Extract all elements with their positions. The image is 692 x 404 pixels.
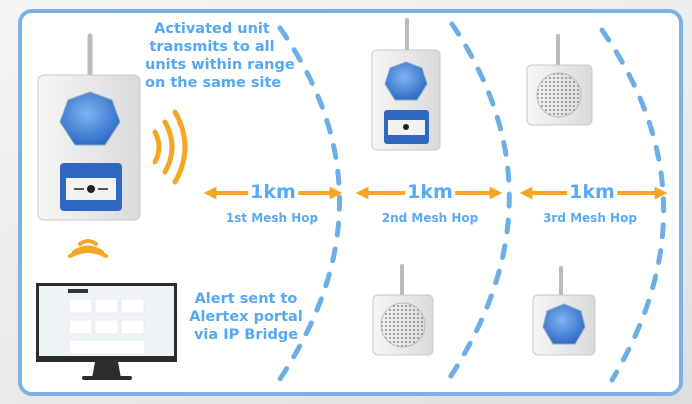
activated-unit-device [37,33,141,221]
callout-line: Activated unit [154,21,270,37]
hop-1-label: 1st Mesh Hop [225,211,319,225]
range-arc-3 [599,27,666,383]
callout-line: units within range [145,57,295,73]
hop-2-label: 2nd Mesh Hop [381,211,479,225]
range-arc-2 [442,21,512,388]
portal-alert-callout: Alert sent to Alertex portal via IP Brid… [188,290,304,344]
hop-1-distance: 1km [248,181,298,203]
callout-line: on the same site [145,75,282,91]
activated-unit-callout: Activated unit transmits to all units wi… [145,20,295,92]
signal-waves-icon [152,109,188,185]
beacon-icon [59,91,121,146]
range-arc-1 [275,25,342,385]
signal-waves-down-icon [68,239,108,258]
mesh-unit-callpoint-beacon [371,18,441,151]
mesh-unit-beacon [532,266,596,356]
callout-line: transmits to all [149,39,275,55]
hop-2-distance: 1km [405,181,455,203]
hop-3-distance: 1km [567,181,617,203]
hop-3-label: 3rd Mesh Hop [543,211,637,225]
mesh-unit-sounder [526,34,593,126]
callout-line: via IP Bridge [193,327,299,343]
callout-line: Alertex portal [189,309,303,325]
callout-line: Alert sent to [194,291,298,307]
monitor-portal [36,283,177,380]
mesh-unit-sounder-2 [372,264,434,356]
